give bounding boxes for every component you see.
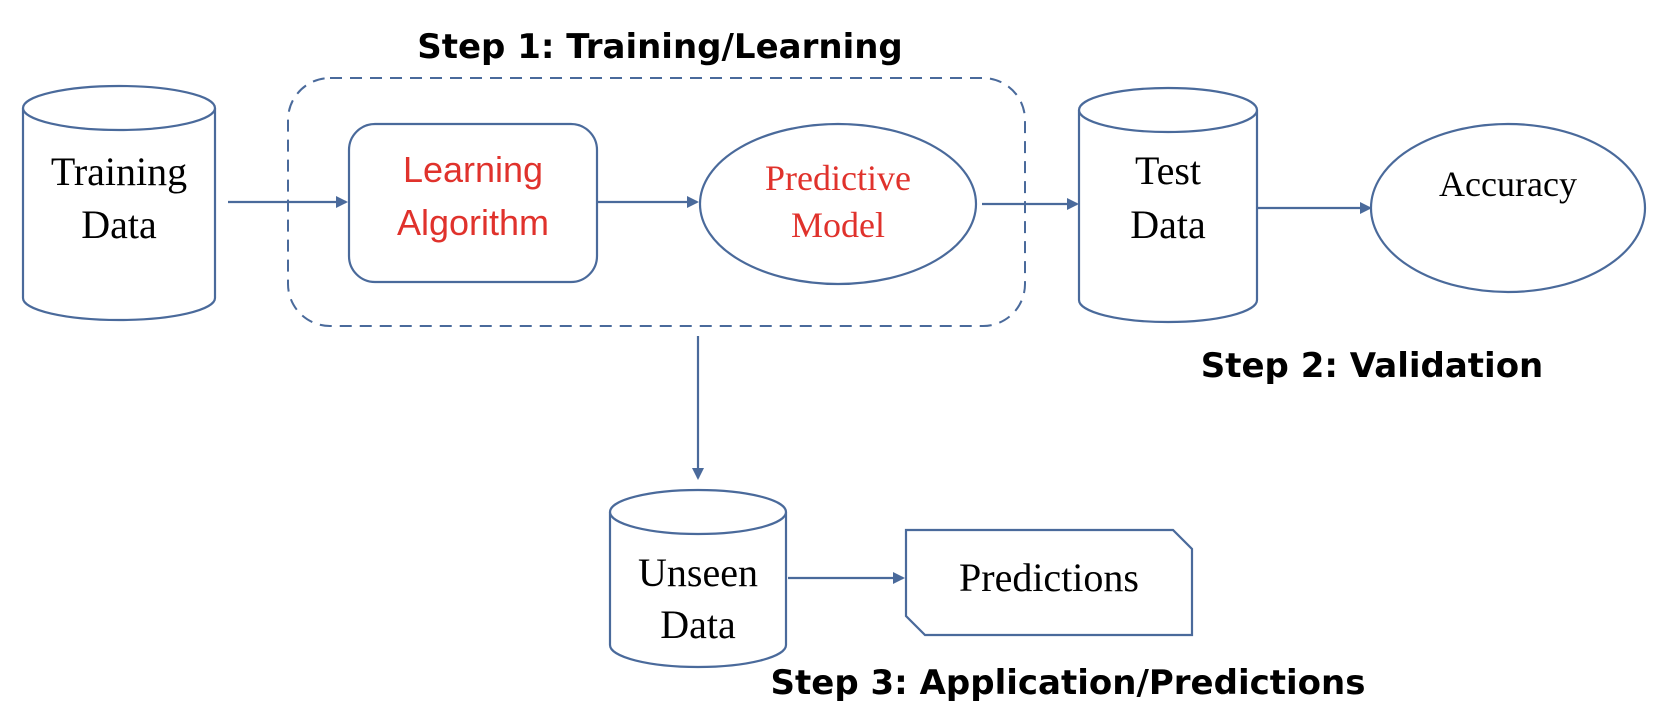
test-data-label: Test: [1135, 148, 1201, 193]
accuracy-ellipse: Accuracy: [1369, 122, 1647, 294]
training-data-label-line2: Data: [81, 202, 157, 247]
predictions-box: Predictions: [904, 528, 1194, 637]
unseen-data-cylinder: Unseen Data: [608, 488, 788, 669]
predictive-model-label-line2: Model: [791, 205, 885, 245]
training-data-cylinder: Training Data: [21, 84, 217, 322]
predictive-model-ellipse: Predictive Model: [698, 122, 978, 286]
unseen-data-label: Unseen: [638, 550, 758, 595]
accuracy-label: Accuracy: [1439, 164, 1577, 204]
test-data-label-line2: Data: [1130, 202, 1206, 247]
unseen-data-label-line2: Data: [660, 602, 736, 647]
predictions-label: Predictions: [959, 555, 1139, 600]
predictive-model-label: Predictive: [765, 158, 911, 198]
step3-label: Step 3: Application/Predictions: [771, 663, 1366, 703]
step1-label: Step 1: Training/Learning: [417, 27, 903, 67]
training-data-label: Training: [51, 149, 187, 194]
learning-algorithm-label: Learning: [403, 149, 543, 190]
test-data-cylinder: Test Data: [1077, 86, 1259, 324]
step2-label: Step 2: Validation: [1201, 346, 1544, 386]
learning-algorithm-label-line2: Algorithm: [397, 202, 549, 243]
learning-algorithm-box: Learning Algorithm: [347, 122, 599, 284]
